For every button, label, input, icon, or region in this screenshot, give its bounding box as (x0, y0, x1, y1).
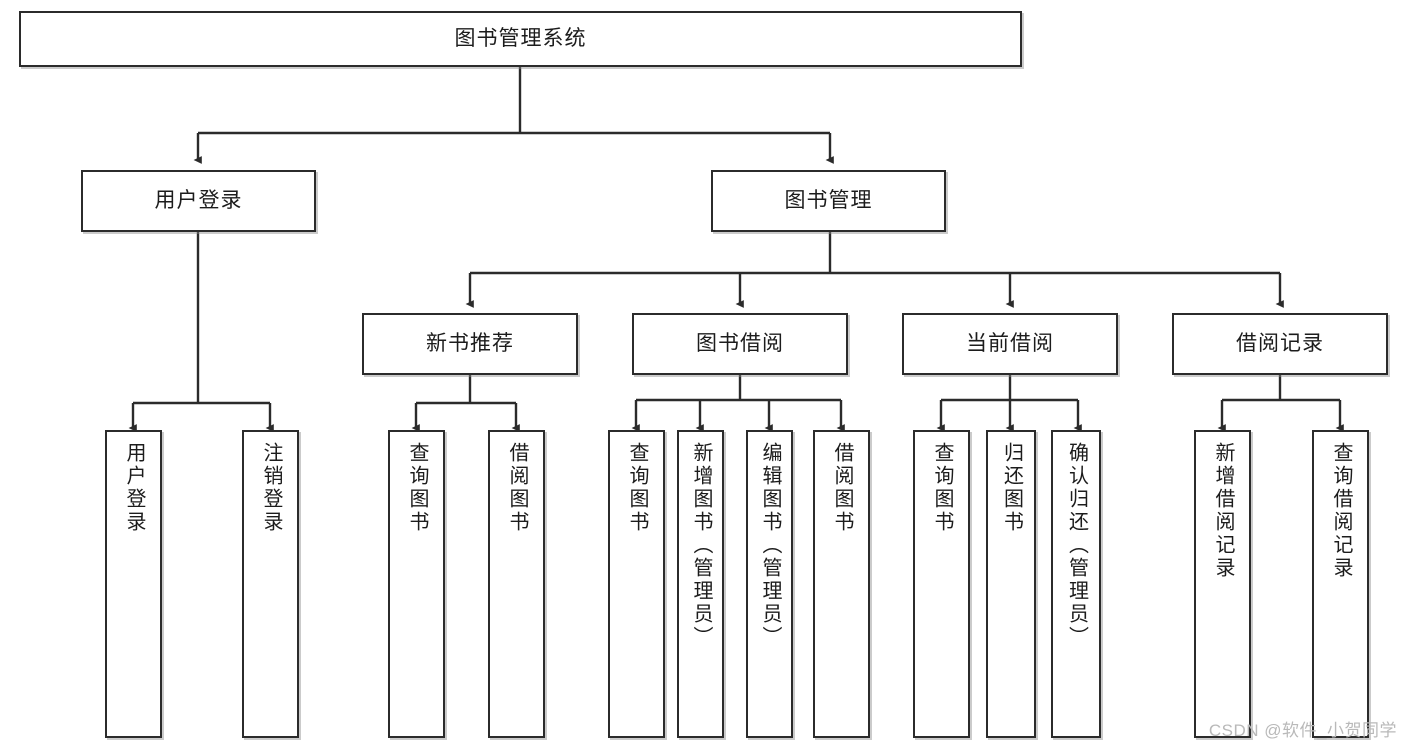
leaf-user-login-signin[interactable]: 用户登录 (105, 430, 162, 738)
leaf-borrow-borrow-book-label: 借阅图书 (831, 442, 853, 534)
leaf-borrow-edit-book[interactable]: 编辑图书（管理员） (746, 430, 793, 738)
node-book-management[interactable]: 图书管理 (711, 170, 946, 232)
leaf-recommend-borrow-book[interactable]: 借阅图书 (488, 430, 545, 738)
node-root[interactable]: 图书管理系统 (19, 11, 1022, 67)
leaf-borrow-add-book-label: 新增图书（管理员） (690, 442, 712, 649)
leaf-borrow-add-book[interactable]: 新增图书（管理员） (677, 430, 724, 738)
node-current-borrow[interactable]: 当前借阅 (902, 313, 1118, 375)
node-user-login[interactable]: 用户登录 (81, 170, 316, 232)
leaf-current-query-book-label: 查询图书 (931, 442, 953, 534)
leaf-borrow-edit-book-label: 编辑图书（管理员） (759, 442, 781, 649)
node-borrow-record-label: 借阅记录 (1236, 331, 1324, 355)
leaf-borrow-query-book[interactable]: 查询图书 (608, 430, 665, 738)
node-borrow-record[interactable]: 借阅记录 (1172, 313, 1388, 375)
leaf-current-return-book-label: 归还图书 (1000, 442, 1023, 534)
leaf-borrow-borrow-book[interactable]: 借阅图书 (813, 430, 870, 738)
leaf-borrow-query-book-label: 查询图书 (626, 442, 648, 534)
node-current-borrow-label: 当前借阅 (966, 331, 1054, 355)
node-new-book-recommend-label: 新书推荐 (426, 331, 514, 355)
watermark: CSDN @软件_小贺同学 (1208, 721, 1397, 740)
node-new-book-recommend[interactable]: 新书推荐 (362, 313, 578, 375)
leaf-user-login-signin-label: 用户登录 (123, 442, 145, 534)
node-root-label: 图书管理系统 (454, 26, 587, 50)
leaf-record-query-record[interactable]: 查询借阅记录 (1312, 430, 1369, 738)
leaf-record-add-record-label: 新增借阅记录 (1212, 442, 1234, 580)
node-book-management-label: 图书管理 (784, 188, 873, 212)
leaf-recommend-query-book[interactable]: 查询图书 (388, 430, 445, 738)
leaf-current-confirm-return[interactable]: 确认归还（管理员） (1051, 430, 1101, 738)
node-user-login-label: 用户登录 (154, 188, 243, 212)
leaf-current-confirm-return-label: 确认归还（管理员） (1065, 442, 1088, 649)
leaf-current-query-book[interactable]: 查询图书 (913, 430, 970, 738)
leaf-recommend-borrow-book-label: 借阅图书 (506, 442, 528, 534)
leaf-user-login-signout-label: 注销登录 (260, 442, 282, 534)
leaf-current-return-book[interactable]: 归还图书 (986, 430, 1036, 738)
node-book-borrow[interactable]: 图书借阅 (632, 313, 848, 375)
node-book-borrow-label: 图书借阅 (696, 331, 784, 355)
leaf-user-login-signout[interactable]: 注销登录 (242, 430, 299, 738)
leaf-recommend-query-book-label: 查询图书 (406, 442, 428, 534)
leaf-record-query-record-label: 查询借阅记录 (1330, 442, 1352, 580)
leaf-record-add-record[interactable]: 新增借阅记录 (1194, 430, 1251, 738)
